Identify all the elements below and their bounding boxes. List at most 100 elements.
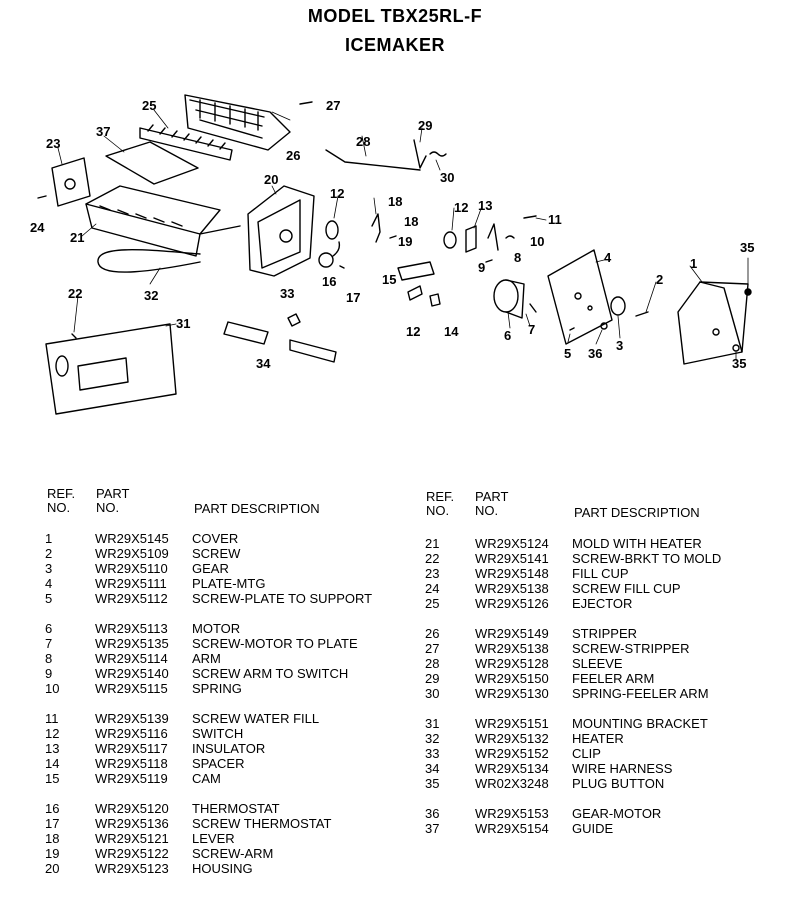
ref-no-cell: 8 bbox=[45, 651, 53, 666]
part-no-cell: WR29X5126 bbox=[475, 596, 549, 611]
insulator-drawing bbox=[465, 225, 477, 253]
part-no-cell: WR29X5150 bbox=[475, 671, 549, 686]
part-description-cell: LEVER bbox=[192, 831, 235, 846]
part-no-cell: WR29X5136 bbox=[95, 816, 169, 831]
part-no-cell: WR29X5149 bbox=[475, 626, 549, 641]
ref-no-cell: 16 bbox=[45, 801, 60, 816]
part-no-cell: WR29X5113 bbox=[95, 621, 168, 636]
callout-4: 4 bbox=[604, 250, 612, 265]
ref-no-cell: 35 bbox=[425, 776, 440, 791]
model-title: MODEL TBX25RL-F bbox=[307, 6, 483, 26]
callout-27: 27 bbox=[326, 98, 340, 113]
part-no-cell: WR29X5151 bbox=[475, 716, 549, 731]
section-title: ICEMAKER bbox=[344, 35, 445, 55]
part-no-cell: WR29X5114 bbox=[95, 651, 168, 666]
part-description-cell: SPACER bbox=[192, 756, 245, 771]
part-description-cell: MOLD WITH HEATER bbox=[572, 536, 702, 551]
part-description-cell: SCREW-BRKT TO MOLD bbox=[572, 551, 722, 566]
screw-thermostat-drawing bbox=[339, 265, 345, 269]
part-no-cell: WR29X5139 bbox=[95, 711, 169, 726]
callout-24: 24 bbox=[30, 220, 45, 235]
part-no-cell: WR29X5154 bbox=[475, 821, 549, 836]
guide-drawing bbox=[105, 141, 199, 185]
part-description-cell: EJECTOR bbox=[572, 596, 633, 611]
gear-drawing bbox=[610, 296, 626, 316]
callout-13: 13 bbox=[478, 198, 492, 213]
part-no-cell: WR29X5121 bbox=[95, 831, 169, 846]
part-no-cell: WR02X3248 bbox=[475, 776, 549, 791]
ref-no-cell: 34 bbox=[425, 761, 440, 776]
callout-17: 17 bbox=[346, 290, 360, 305]
ref-no-header-right: REF. NO. bbox=[426, 489, 455, 518]
lever-drawing bbox=[371, 213, 381, 243]
callout-34: 34 bbox=[256, 356, 271, 371]
callout-21: 21 bbox=[70, 230, 84, 245]
part-no-cell: WR29X5134 bbox=[475, 761, 549, 776]
callout-16: 16 bbox=[322, 274, 336, 289]
screw-motor-drawing bbox=[529, 303, 537, 313]
clip-drawing bbox=[287, 313, 301, 327]
ref-no-cell: 22 bbox=[425, 551, 440, 566]
part-no-cell: WR29X5145 bbox=[95, 531, 169, 546]
part-description-cell: GEAR-MOTOR bbox=[572, 806, 662, 821]
part-no-cell: WR29X5118 bbox=[95, 756, 168, 771]
callout-1: 1 bbox=[690, 256, 697, 271]
part-description-cell: SCREW-MOTOR TO PLATE bbox=[192, 636, 358, 651]
part-description-cell: SCREW WATER FILL bbox=[192, 711, 320, 726]
mounting-bracket-drawing bbox=[45, 323, 177, 415]
spacer-drawing bbox=[429, 293, 441, 307]
screw-plate-drawing bbox=[569, 327, 575, 331]
part-description-cell: SCREW-STRIPPER bbox=[572, 641, 690, 656]
ref-no-cell: 25 bbox=[425, 596, 440, 611]
ref-no-header-left: REF. NO. bbox=[47, 486, 76, 515]
part-no-cell: WR29X5111 bbox=[95, 576, 167, 591]
part-no-cell: WR29X5132 bbox=[475, 731, 549, 746]
part-description-cell: GUIDE bbox=[572, 821, 614, 836]
part-description-cell: HEATER bbox=[572, 731, 624, 746]
callout-3: 3 bbox=[616, 338, 623, 353]
ref-no-cell: 20 bbox=[45, 861, 60, 876]
ref-no-cell: 33 bbox=[425, 746, 440, 761]
part-description-cell: SCREW-PLATE TO SUPPORT bbox=[192, 591, 373, 606]
feeler-arm-drawing bbox=[413, 139, 427, 169]
sleeve-drawing bbox=[325, 149, 421, 171]
part-description-cell: COVER bbox=[192, 531, 239, 546]
callout-19: 19 bbox=[398, 234, 412, 249]
callout-33: 33 bbox=[280, 286, 294, 301]
part-no-cell: WR29X5153 bbox=[475, 806, 549, 821]
callout-26: 26 bbox=[286, 148, 300, 163]
screw-arm-to-switch-drawing bbox=[485, 259, 493, 263]
ref-no-cell: 9 bbox=[45, 666, 53, 681]
part-no-cell: WR29X5138 bbox=[475, 641, 549, 656]
part-no-cell: WR29X5119 bbox=[95, 771, 168, 786]
part-no-cell: WR29X5112 bbox=[95, 591, 168, 606]
part-description-cell: SLEEVE bbox=[572, 656, 623, 671]
part-no-cell: WR29X5116 bbox=[95, 726, 168, 741]
part-description-cell: WIRE HARNESS bbox=[572, 761, 673, 776]
ref-no-cell: 27 bbox=[425, 641, 440, 656]
ref-no-cell: 24 bbox=[425, 581, 440, 596]
ref-no-cell: 12 bbox=[45, 726, 60, 741]
exploded-parts-diagram: 1 2 3 4 5 6 7 8 9 10 11 12 12 12 13 14 1… bbox=[30, 94, 754, 415]
callout-30: 30 bbox=[440, 170, 454, 185]
heater-drawing bbox=[97, 249, 201, 273]
part-no-cell: WR29X5124 bbox=[475, 536, 549, 551]
part-no-cell: WR29X5120 bbox=[95, 801, 169, 816]
screw-fill-cup-drawing bbox=[37, 195, 47, 199]
plug-button-drawing bbox=[744, 288, 752, 296]
part-description-cell: STRIPPER bbox=[572, 626, 638, 641]
part-description-cell: FEELER ARM bbox=[572, 671, 655, 686]
part-description-cell: HOUSING bbox=[192, 861, 253, 876]
part-description-cell: SCREW ARM TO SWITCH bbox=[192, 666, 349, 681]
part-description-cell: SPRING bbox=[192, 681, 242, 696]
part-description-cell: SCREW bbox=[192, 546, 241, 561]
ref-no-cell: 15 bbox=[45, 771, 60, 786]
callout-25: 25 bbox=[142, 98, 156, 113]
callout-32: 32 bbox=[144, 288, 158, 303]
callout-18b: 18 bbox=[404, 214, 418, 229]
mold-drawing bbox=[85, 185, 241, 257]
callout-11: 11 bbox=[548, 212, 562, 227]
switch-drawing-c bbox=[407, 285, 423, 301]
screw-drawing bbox=[635, 311, 649, 317]
ref-no-cell: 29 bbox=[425, 671, 440, 686]
